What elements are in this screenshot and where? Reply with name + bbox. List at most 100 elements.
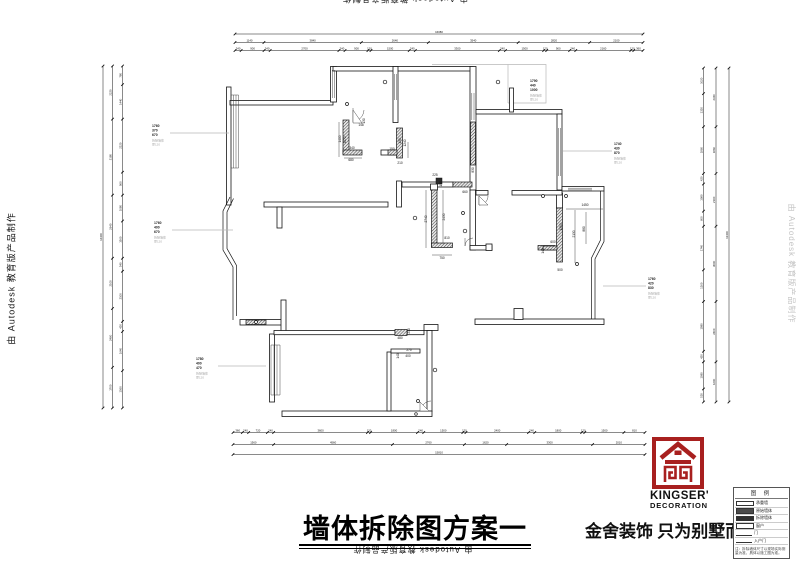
dim-tick xyxy=(701,91,706,96)
dim-tick xyxy=(526,430,531,435)
logo-subtitle: DECORATION xyxy=(650,501,708,511)
legend-label: 拆除墙体 xyxy=(756,515,772,521)
title-underline-thick xyxy=(299,544,531,546)
dim-value: 1600 xyxy=(712,378,716,385)
dim-tick xyxy=(643,430,647,435)
kingser-logo-text: KINGSER' DECORATION xyxy=(650,436,710,511)
dim-value: 240 xyxy=(340,47,345,51)
company-slogan: 金舍装饰 只为别墅而生 xyxy=(585,522,760,541)
autodesk-watermark-left: 由 Autodesk 教育版产品制作 xyxy=(6,212,17,345)
dim-tick xyxy=(272,442,276,447)
legend-swatch-entry-door xyxy=(736,538,752,543)
legend-item: 承重墙 xyxy=(735,500,788,508)
dim-tick xyxy=(464,430,468,435)
dim-value: 240 xyxy=(243,429,248,433)
callout-subtext: 拆除墙体 xyxy=(648,291,660,296)
plan-dim-label: 2740 xyxy=(424,215,428,222)
dim-tick xyxy=(110,365,115,369)
drawing-title: 墙体拆除图方案一 xyxy=(303,514,527,544)
plan-dim-label: 148 xyxy=(358,123,364,127)
dim-value: 1020 xyxy=(700,77,704,84)
dim-value: 240 xyxy=(500,47,505,51)
dim-value: 900 xyxy=(250,47,255,51)
legend-label: 入户门 xyxy=(754,537,766,543)
callout-text: 470 xyxy=(196,366,202,370)
dim-value: 1800 xyxy=(391,429,398,433)
dim-value: 360 xyxy=(235,429,240,433)
callouts: 1760370670拆除墙体厚1201760400670拆除墙体厚1201780… xyxy=(152,79,660,380)
dim-value: 120 xyxy=(630,47,635,51)
doors-layer xyxy=(352,108,489,412)
plan-dim-label: 810 xyxy=(444,236,450,240)
plan-dim-label: 140 xyxy=(541,248,545,254)
legend-label: 原始墙体 xyxy=(756,507,772,513)
dim-tick xyxy=(701,400,706,404)
dim-tick xyxy=(580,430,584,435)
dim-tick xyxy=(643,442,647,447)
dim-value: 1500 xyxy=(387,47,394,51)
dim-tick xyxy=(641,40,645,45)
dim-value: 1500 xyxy=(440,429,447,433)
callout-text: 400 xyxy=(196,362,202,366)
callout-subtext: 拆除墙体 xyxy=(196,371,208,376)
dim-tick xyxy=(110,306,115,311)
dim-tick xyxy=(701,66,706,70)
dim-tick xyxy=(110,117,115,121)
callout-text: 670 xyxy=(152,133,158,137)
dim-tick xyxy=(701,224,706,228)
dim-tick xyxy=(120,329,125,334)
legend-item: 门 xyxy=(735,530,788,538)
dim-tick xyxy=(390,442,395,447)
dim-value: 420 xyxy=(119,324,123,329)
dim-value: 120 xyxy=(367,47,372,51)
dim-tick xyxy=(701,268,706,272)
callout-subtext: 厚120 xyxy=(648,295,656,300)
legend-label: 门 xyxy=(754,530,758,536)
dim-tick xyxy=(533,430,537,435)
dim-tick xyxy=(265,430,270,435)
dim-tick xyxy=(714,66,718,70)
dim-tick xyxy=(588,40,592,45)
logo-name: KINGSER' xyxy=(650,490,710,502)
dim-tick xyxy=(120,219,125,223)
dim-value: 2340 xyxy=(712,94,716,101)
callout-text: 670 xyxy=(154,230,160,234)
plan-dim-label: 150 xyxy=(439,181,443,187)
dim-tick xyxy=(503,48,508,53)
dim-tick xyxy=(643,452,647,457)
dim-value: 3840 xyxy=(310,39,317,43)
dim-tick xyxy=(461,430,465,435)
dim-tick xyxy=(727,400,731,404)
dim-value: 3180 xyxy=(109,154,113,161)
dim-tick xyxy=(233,48,237,53)
dim-value: 420 xyxy=(700,354,704,359)
callout-text: 370 xyxy=(152,129,158,133)
callout-text: 1760 xyxy=(154,221,162,225)
dim-tick xyxy=(583,430,587,435)
dim-tick xyxy=(497,48,501,53)
dim-value: 2640 xyxy=(109,223,113,230)
title-underline-thin xyxy=(299,548,531,549)
plan-dim-label: 750 xyxy=(439,256,445,260)
dim-tick xyxy=(701,299,706,304)
dim-tick xyxy=(407,48,411,53)
dim-value: 1140 xyxy=(246,39,252,43)
dim-tick xyxy=(120,269,125,273)
dim-value: 1080 xyxy=(700,194,704,201)
callout-text: 830 xyxy=(648,286,654,290)
legend-item: 拆除墙体 xyxy=(735,515,788,523)
kingser-logo-icon xyxy=(652,437,704,489)
dim-tick xyxy=(247,430,251,435)
legend-item: 原始墙体 xyxy=(735,507,788,515)
windows-layer xyxy=(230,70,592,396)
callout-text: 430 xyxy=(614,147,620,151)
dim-tick xyxy=(120,64,125,68)
legend-swatch-dark xyxy=(736,515,754,521)
legend-label: 窗户 xyxy=(756,522,764,528)
dim-value: 240 xyxy=(268,429,273,433)
dim-tick xyxy=(262,48,266,53)
legend-item: 入户门 xyxy=(735,537,788,545)
dim-tick xyxy=(233,40,237,45)
